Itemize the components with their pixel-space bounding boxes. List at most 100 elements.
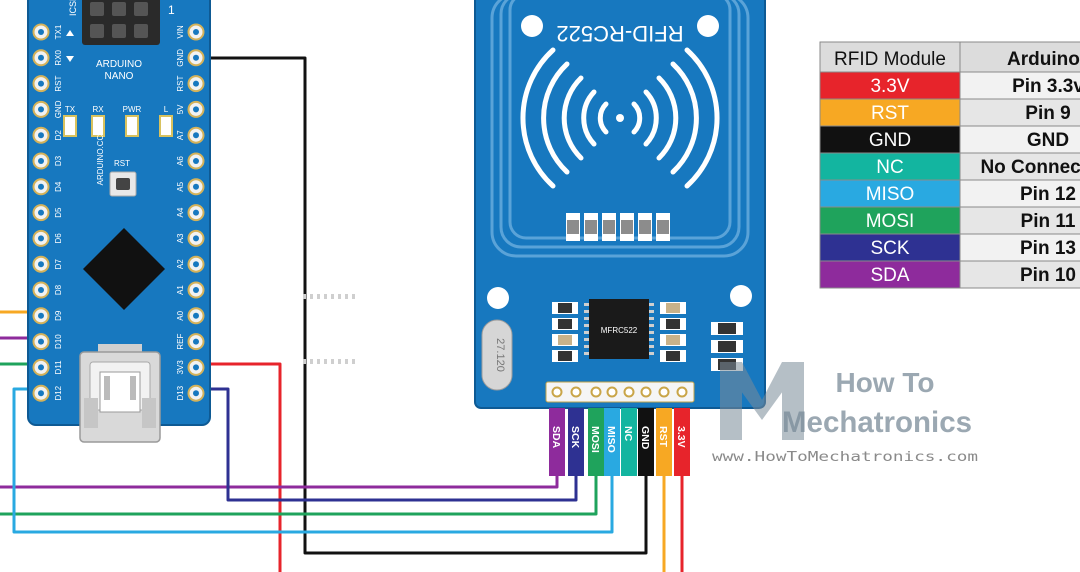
nano-pin-label: D10 — [54, 334, 63, 349]
table-row-arduino-text: Pin 3.3v — [1012, 76, 1080, 97]
nano-pin-hole — [193, 364, 199, 371]
rfid-pin-sck-tag — [568, 408, 584, 476]
nano-pin-label: A4 — [176, 207, 185, 217]
nano-pin-label: REF — [176, 333, 185, 349]
nano-pin-hole — [193, 158, 199, 164]
smd-components-right — [660, 302, 686, 362]
mount-hole-bottom-right — [730, 285, 752, 307]
table-cell-arduino — [959, 152, 1080, 181]
nano-pin-label: D6 — [54, 233, 63, 244]
icsp-pin-one: 1 — [168, 3, 175, 17]
nano-pin-hole — [38, 183, 44, 190]
nano-pin-hole — [193, 209, 199, 216]
rfid-pin-label: GND — [639, 426, 651, 450]
wire-gnd — [196, 56, 648, 555]
nano-pin-label: RST — [176, 75, 185, 91]
table-cell-module — [819, 206, 961, 235]
table-cell-arduino — [959, 260, 1080, 289]
nano-pin-label: A7 — [176, 130, 185, 140]
nano-pin-label: D5 — [54, 207, 63, 218]
led-label-pwr: PWR — [123, 105, 142, 114]
rfid-pin-gnd-tag — [638, 408, 654, 476]
table-row-module-text: SDA — [870, 265, 909, 286]
nano-pin-hole — [38, 287, 44, 293]
table-header-arduino — [959, 41, 1080, 73]
nano-name-line2: NANO — [105, 71, 134, 82]
nano-pin-hole — [38, 261, 44, 268]
rfid-header-pin-sck — [570, 386, 582, 398]
nano-pin-label: D8 — [54, 284, 63, 295]
nano-pin-label: D7 — [54, 259, 63, 270]
rfid-pin-miso-tag — [604, 408, 620, 476]
rfid-pin-nc-tag — [621, 408, 637, 476]
table-row-arduino-text: No Connection — [980, 157, 1080, 178]
nano-pin-hole — [193, 106, 199, 113]
logo-line1: How To — [835, 367, 934, 398]
mount-hole-top-left — [521, 15, 543, 37]
nano-pin-label: GND — [176, 49, 185, 67]
rfid-pin-header — [545, 381, 695, 403]
nano-pin-hole — [38, 390, 44, 397]
mini-usb-connector — [79, 344, 161, 443]
nano-name-line1: ARDUINO — [96, 59, 142, 70]
nano-pin-label: D2 — [54, 130, 63, 141]
table-cell-module — [819, 179, 961, 208]
table-row-arduino-text: Pin 11 — [1021, 211, 1076, 232]
table-cell-arduino — [959, 98, 1080, 127]
nano-pin-hole — [38, 132, 44, 139]
nano-pin-label: A3 — [176, 233, 185, 243]
led-pwr — [125, 115, 139, 137]
nano-pin-hole — [38, 312, 44, 319]
nano-pin-hole — [38, 235, 44, 242]
nano-pin-hole — [193, 29, 199, 35]
smd-components-left — [552, 302, 578, 362]
nano-pin-label: TX1 — [54, 24, 63, 39]
wire-3v3 — [196, 362, 282, 572]
led-tx — [63, 115, 77, 137]
led-l — [159, 115, 173, 137]
table-row-module-text: RST — [871, 103, 909, 124]
rfid-pin-label: MISO — [605, 426, 617, 453]
nano-pin-label: A1 — [176, 285, 185, 295]
led-label-l: L — [164, 105, 169, 114]
rfid-header-pin-mosi — [590, 386, 602, 398]
nano-pin-label: 5V — [176, 104, 185, 114]
nano-pin-label: A0 — [176, 310, 185, 320]
nano-pin-hole — [193, 54, 199, 61]
table-row-arduino-text: Pin 13 — [1020, 238, 1076, 259]
logo-line2: Mechatronics — [782, 406, 972, 439]
nano-pin-hole — [193, 132, 199, 139]
rfid-pin-label: NC — [622, 426, 634, 442]
logo-m-icon — [720, 362, 804, 440]
nano-pin-label: A6 — [176, 156, 185, 166]
nano-pin-label: A5 — [176, 181, 185, 191]
nano-pin-hole — [38, 158, 44, 164]
table-row-arduino-text: Pin 10 — [1020, 265, 1076, 286]
rfid-pin-label: 3.3V — [675, 426, 687, 448]
nano-pin-hole — [193, 183, 199, 190]
table-cell-module — [819, 233, 961, 262]
rfid-pin-3.3v-tag — [674, 408, 690, 476]
led-label-rx: RX — [92, 105, 104, 114]
table-row-arduino-text: GND — [1027, 130, 1069, 151]
nano-pin-hole — [38, 106, 44, 113]
rfid-pin-label: RST — [657, 426, 669, 448]
rfid-pin-mosi-tag — [588, 408, 604, 476]
rfid-pin-rst-tag — [656, 408, 672, 476]
rfid-rc522-board: RFID-RC522 27.120 — [303, 0, 766, 476]
nano-pin-label: D12 — [54, 385, 63, 400]
nano-pin-label: D13 — [176, 385, 185, 400]
nano-pin-label: D11 — [54, 360, 63, 375]
table-row-module-text: MOSI — [866, 211, 915, 232]
icsp-label: ICSP — [68, 0, 78, 16]
table-row-module-text: NC — [876, 157, 903, 178]
chip-label: MFRC522 — [601, 326, 638, 335]
crystal-oscillator — [481, 319, 513, 391]
table-cell-arduino — [959, 233, 1080, 262]
